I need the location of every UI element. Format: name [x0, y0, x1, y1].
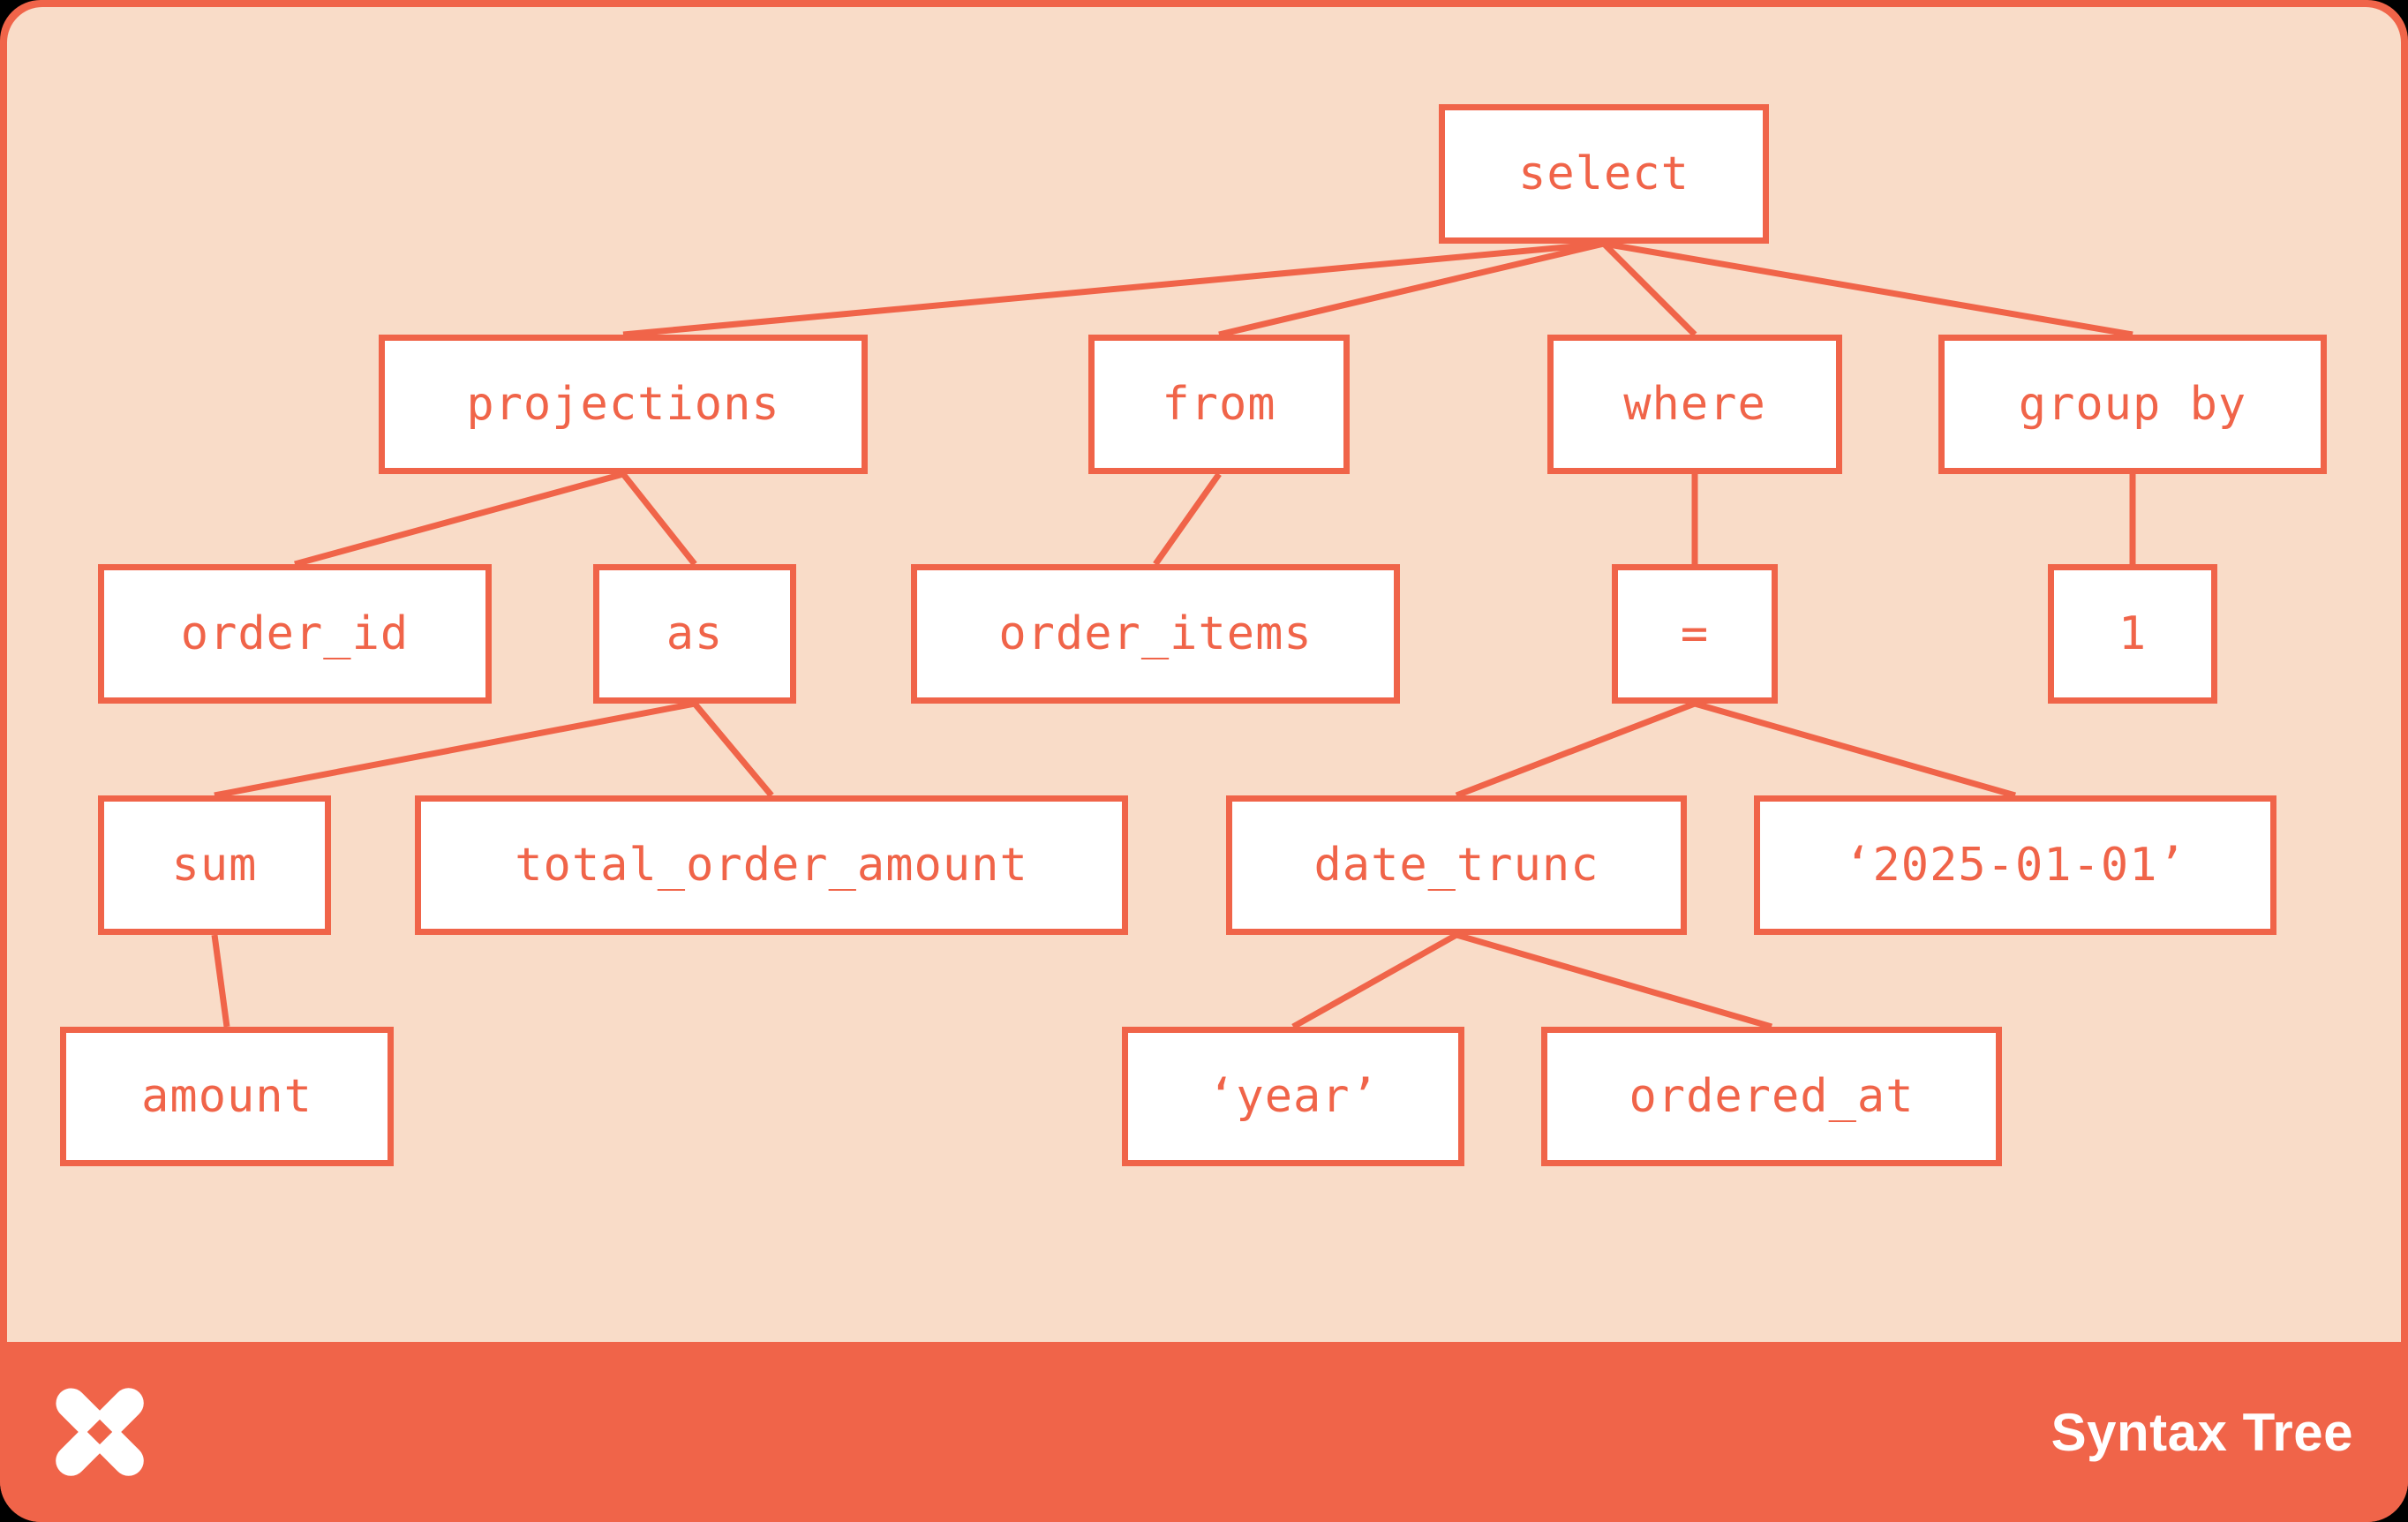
tree-node-where[interactable]: where [1547, 335, 1842, 474]
tree-node-sum[interactable]: sum [98, 795, 331, 935]
tree-edge-select-to-from [1218, 240, 1605, 338]
tree-node-total_order_amount[interactable]: total_order_amount [415, 795, 1128, 935]
tree-node-order_id[interactable]: order_id [98, 564, 492, 704]
footer-title: Syntax Tree [2051, 1402, 2353, 1462]
tree-node-projections[interactable]: projections [379, 335, 868, 474]
tree-node-group_by[interactable]: group by [1938, 335, 2327, 474]
tree-edge-as-to-sum [214, 700, 696, 799]
tree-edge-date_trunc-to-ordered_at [1456, 931, 1772, 1030]
tree-edge-select-to-where [1601, 241, 1697, 337]
tree-node-one[interactable]: 1 [2048, 564, 2217, 704]
tree-edges [211, 240, 2136, 1030]
tree-edge-equals-to-date_trunc [1455, 700, 1697, 799]
tree-edge-date_trunc-to-year_literal [1291, 931, 1458, 1030]
tree-canvas: select projections from where group by order_… [7, 7, 2401, 1342]
tree-edge-equals-to-date_literal [1694, 700, 2016, 799]
tree-edge-from-to-order_items [1153, 471, 1222, 567]
tree-node-equals[interactable]: = [1612, 564, 1778, 704]
tree-edge-projections-to-order_id [294, 471, 624, 568]
tree-edge-select-to-group_by [1603, 240, 2133, 338]
x-star-logo-icon [56, 1388, 144, 1476]
tree-edge-sum-to-amount [211, 934, 230, 1028]
tree-node-date_trunc[interactable]: date_trunc [1226, 795, 1687, 935]
tree-edge-as-to-total_order_amount [692, 701, 774, 798]
tree-node-as[interactable]: as [593, 564, 796, 704]
tree-node-from[interactable]: from [1088, 335, 1350, 474]
tree-node-year_literal[interactable]: ‘year’ [1122, 1027, 1464, 1166]
tree-node-date_literal[interactable]: ‘2025-01-01’ [1754, 795, 2276, 935]
tree-node-amount[interactable]: amount [60, 1027, 394, 1166]
tree-node-order_items[interactable]: order_items [911, 564, 1400, 704]
tree-node-select[interactable]: select [1439, 104, 1769, 244]
tree-edge-projections-to-as [621, 471, 697, 567]
tree-edge-select-to-projections [622, 240, 1605, 338]
tree-node-ordered_at[interactable]: ordered_at [1541, 1027, 2002, 1166]
footer-bar: Syntax Tree [0, 1342, 2408, 1522]
